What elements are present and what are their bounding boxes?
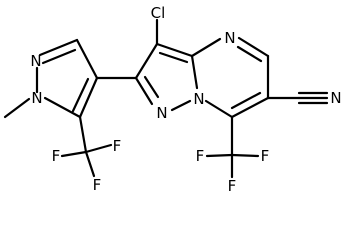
bond-cf3-lower-f-right (230, 153, 260, 158)
bond-c3a-n4 (190, 37, 222, 58)
bond-n1-c2-double (143, 75, 160, 99)
bond-c7-n-bridge (204, 99, 234, 119)
atom-f-bottom-2: F (261, 147, 270, 165)
bond-cf3-f-right (84, 143, 113, 154)
bond-pz-c4-c5-double (71, 77, 90, 113)
atom-f-left-2: F (113, 137, 122, 155)
bond-pz-c5-n1 (43, 96, 82, 119)
atom-cl: Cl (151, 4, 166, 22)
bond-c3-c3a (155, 42, 194, 58)
atom-n-pyrazolo: N (156, 104, 167, 122)
bond-c6-c7 (230, 96, 270, 119)
bond-c2-c3 (134, 42, 159, 80)
bond-n4-c5-double (236, 45, 263, 63)
atom-n-nitrile: N (330, 89, 341, 107)
atom-n-bridge: N (193, 90, 204, 108)
bond-pz-c4-c5 (78, 76, 99, 119)
bonds (3, 18, 329, 179)
bond-n-bridge-n1 (170, 99, 192, 112)
bond-n1-c2 (134, 76, 154, 106)
atom-f-bottom-3: F (228, 177, 237, 195)
bond-pz-c3-c4 (75, 38, 99, 80)
bond-n1-methyl (3, 97, 31, 119)
bond-cf3-f-bottom (84, 150, 96, 178)
atom-n-pyrimidine: N (224, 29, 235, 47)
atom-labels: Cl N N N N N N F F F F F F (30, 4, 341, 195)
chemical-structure-diagram: Cl N N N N N N F F F F F F (3, 4, 342, 195)
bond-n4-c5 (237, 36, 270, 58)
bond-c3a-n-bridge (190, 54, 199, 90)
bond-c3-c3a-double (158, 51, 189, 64)
atom-f-left-1: F (52, 147, 61, 165)
bond-cf3-lower-f-left (205, 153, 234, 158)
bond-pz-n2-c3-double (41, 48, 77, 65)
atom-f-bottom-1: F (196, 147, 205, 165)
atom-n-pyrazole-top: N (30, 52, 41, 70)
bond-pz-n2-c3 (38, 38, 79, 57)
bond-cf3-f-left (60, 150, 88, 158)
atom-f-left-3: F (93, 176, 102, 194)
bond-c5-cf3 (78, 115, 88, 154)
atom-n-pyrazole-methyl: N (31, 89, 42, 107)
bond-c6-c7-double (230, 91, 262, 110)
